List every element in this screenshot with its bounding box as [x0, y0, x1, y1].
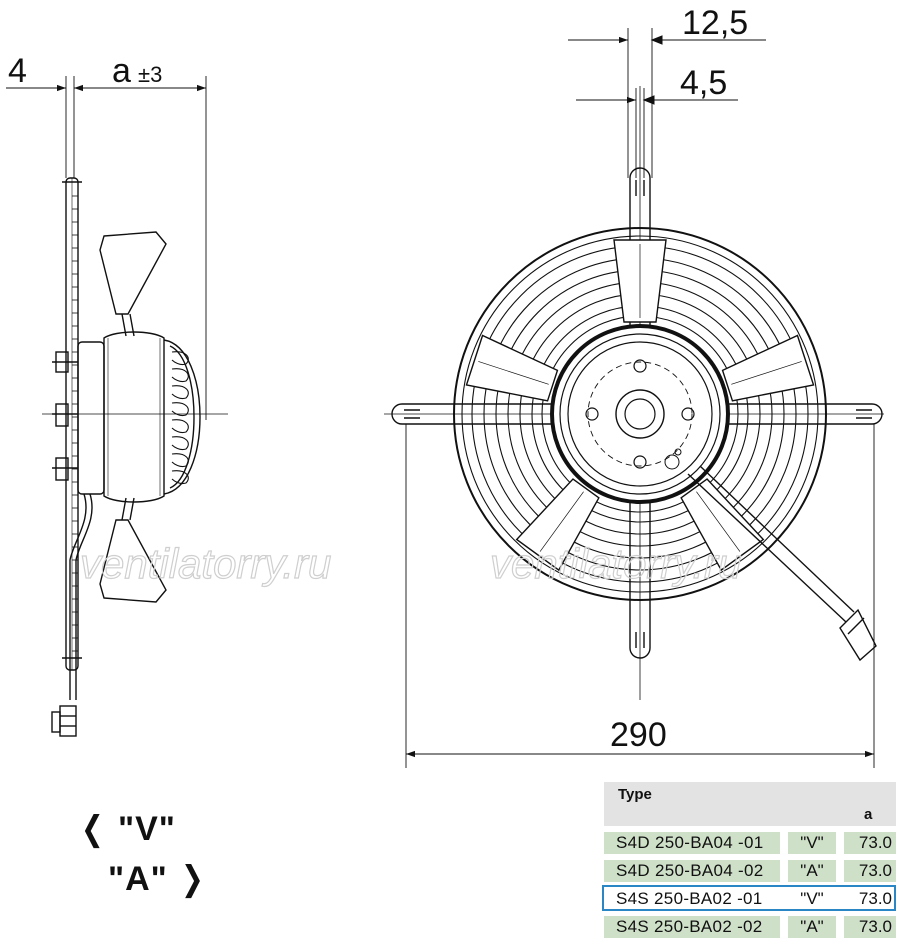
fin [171, 470, 189, 485]
table-row[interactable]: S4S 250-BA02 -02 "A" 73.0 [604, 916, 896, 938]
cell-version: "A" [788, 860, 836, 882]
fin [171, 351, 189, 366]
dim-a-label: a [112, 52, 131, 90]
guard-ring [461, 235, 819, 593]
front-dimension-lines [405, 28, 875, 768]
dim-flange-label: 4 [8, 52, 27, 90]
side-view [42, 76, 228, 737]
table-row[interactable]: S4D 250-BA04 -01 "V" 73.0 [604, 832, 896, 854]
cell-type: S4D 250-BA04 -02 [604, 860, 780, 882]
watermark-right: ventilatorry.ru [490, 540, 741, 587]
legend-v-label: "V" [117, 810, 176, 848]
dim-overall-width-label: 290 [610, 716, 667, 754]
guard-spoke [465, 334, 559, 402]
motor-fins [171, 351, 189, 485]
cell-version: "A" [788, 916, 836, 938]
fin [171, 368, 189, 383]
watermark-left: ventilatorry.ru [80, 540, 331, 587]
fin [171, 402, 189, 417]
cell-a: 73.0 [844, 832, 896, 854]
plate-ticks [72, 195, 78, 652]
table-header: Type a [604, 782, 896, 826]
fin [171, 385, 189, 400]
cell-a: 73.0 [844, 860, 896, 882]
cell-a: 73.0 [844, 916, 896, 938]
cell-type: S4S 250-BA02 -01 [604, 888, 780, 910]
guard-spoke [613, 239, 667, 323]
table-row[interactable]: S4D 250-BA04 -02 "A" 73.0 [604, 860, 896, 882]
dim-slot-outer-label: 12,5 [682, 4, 748, 42]
cable-front [687, 465, 877, 662]
guard-spoke [515, 478, 600, 572]
dim-a-tolerance: ±3 [138, 62, 162, 87]
guard-spoke [721, 334, 815, 402]
guard-spoke [680, 478, 765, 572]
arrow-right-icon: ❯ [181, 860, 205, 898]
cell-type: S4D 250-BA04 -01 [604, 832, 780, 854]
cell-a: 73.0 [844, 888, 896, 910]
legend-a-label: "A" [108, 860, 168, 898]
table-row-selected[interactable]: S4S 250-BA02 -01 "V" 73.0 [602, 885, 896, 911]
dim-slot-inner-label: 4,5 [680, 64, 727, 102]
cell-version: "V" [788, 888, 836, 910]
guard-ring [453, 227, 827, 601]
fin [171, 436, 189, 451]
cell-version: "V" [788, 832, 836, 854]
fin [171, 453, 189, 468]
header-type: Type [618, 786, 652, 803]
type-table: Type a S4D 250-BA04 -01 "V" 73.0 S4D 250… [602, 782, 896, 938]
header-a: a [864, 806, 873, 823]
cell-type: S4S 250-BA02 -02 [604, 916, 780, 938]
fin [171, 419, 189, 434]
legend-a: "A" ❯ [108, 862, 208, 896]
motor-front [550, 324, 730, 504]
legend-v: ❮ "V" [78, 812, 176, 846]
arrow-left-icon: ❮ [80, 810, 105, 848]
guard-spokes [465, 239, 815, 572]
